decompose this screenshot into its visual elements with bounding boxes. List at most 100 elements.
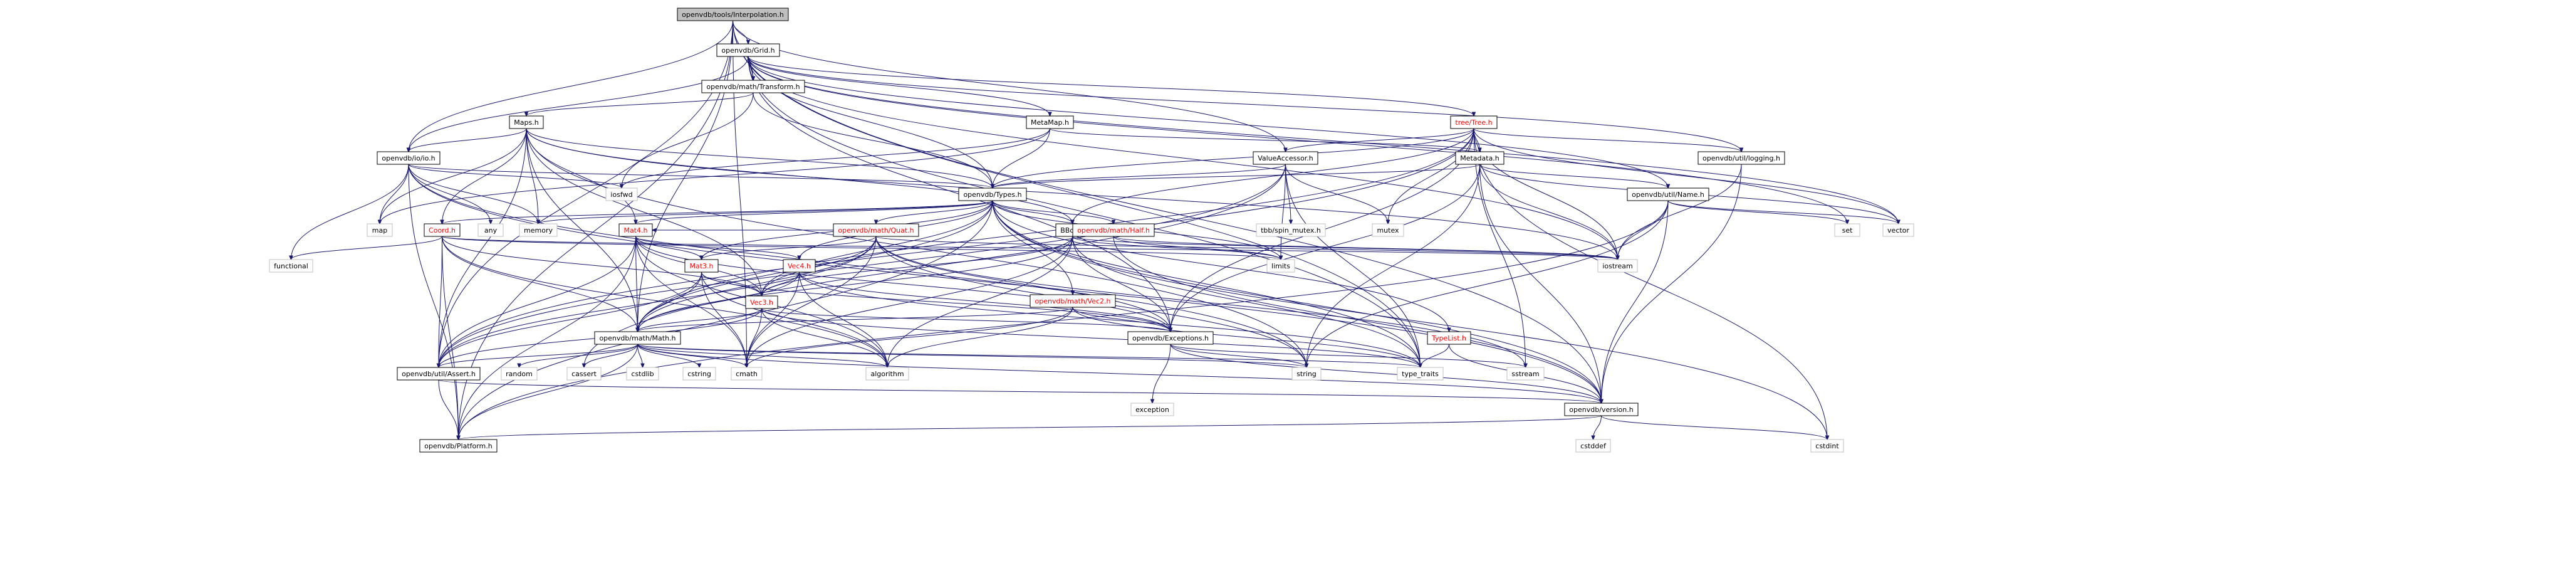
node-box xyxy=(677,8,789,21)
edge-coord-to-assert xyxy=(439,236,442,367)
node-type-traits: type_traits xyxy=(1397,367,1444,381)
node-mat3-h[interactable]: Mat3.h xyxy=(684,259,719,273)
edge-grid-to-logging xyxy=(748,56,1741,152)
node-label: Coord.h xyxy=(429,226,456,235)
node-openvdb-platform-h[interactable]: openvdb/Platform.h xyxy=(419,439,498,453)
node-cassert: cassert xyxy=(566,367,602,381)
node-label: random xyxy=(506,370,533,378)
node-box xyxy=(269,259,313,273)
edge-valueacc-to-limits xyxy=(1281,164,1286,260)
edge-maps-to-mat4 xyxy=(526,128,636,224)
node-box xyxy=(419,439,498,453)
edge-exceptions-to-string xyxy=(1170,344,1306,367)
node-label: openvdb/version.h xyxy=(1569,406,1633,414)
edge-mat4-to-mat3 xyxy=(635,236,702,260)
node-box xyxy=(1130,403,1174,416)
node-label: cmath xyxy=(736,370,758,378)
node-openvdb-util-assert-h[interactable]: openvdb/util/Assert.h xyxy=(397,367,481,381)
node-box xyxy=(1253,151,1318,165)
edge-mat4-to-vec4 xyxy=(635,236,800,260)
edge-types-to-bbox xyxy=(992,200,1073,224)
node-box xyxy=(367,223,393,237)
edge-tree-to-types xyxy=(993,128,1474,188)
node-openvdb-math-vec2-h[interactable]: openvdb/math/Vec2.h xyxy=(1030,294,1116,308)
edge-vec3-to-typetraits xyxy=(761,308,1421,367)
node-openvdb-io-io-h[interactable]: openvdb/io/io.h xyxy=(377,151,441,165)
edge-half-to-iostream xyxy=(1113,236,1618,260)
node-label: iosfwd xyxy=(610,191,632,199)
node-openvdb-math-transform-h[interactable]: openvdb/math/Transform.h xyxy=(701,80,805,93)
edge-coord-to-limits xyxy=(442,236,1281,260)
edge-metadata-to-name xyxy=(1479,164,1669,188)
node-box xyxy=(605,187,638,201)
node-label: limits xyxy=(1271,262,1290,270)
node-box xyxy=(1256,223,1326,237)
node-openvdb-util-logging-h[interactable]: openvdb/util/logging.h xyxy=(1697,151,1785,165)
node-box xyxy=(519,223,558,237)
edge-math-to-version xyxy=(637,344,1602,403)
edge-bbox-to-algorithm xyxy=(887,236,1073,367)
node-sstream: sstream xyxy=(1506,367,1545,381)
node-openvdb-math-math-h[interactable]: openvdb/math/Math.h xyxy=(594,331,681,345)
node-label: sstream xyxy=(1511,370,1539,378)
edge-typelist-to-typetraits xyxy=(1421,344,1449,367)
node-box xyxy=(618,223,653,237)
node-label: cstddef xyxy=(1580,442,1607,450)
edge-bbox-to-math xyxy=(638,236,1073,332)
edge-metamap-to-iosfwd xyxy=(622,128,1050,188)
edge-math-to-cstdlib xyxy=(637,344,643,367)
node-box xyxy=(1697,151,1785,165)
node-openvdb-math-half-h[interactable]: openvdb/math/Half.h xyxy=(1072,223,1155,237)
node-openvdb-exceptions-h[interactable]: openvdb/Exceptions.h xyxy=(1127,331,1214,345)
node-label: openvdb/Types.h xyxy=(963,191,1021,199)
edge-math-to-platform xyxy=(459,344,638,440)
edge-math-to-string xyxy=(637,344,1307,367)
node-box xyxy=(1072,223,1155,237)
edge-mat4-to-cmath xyxy=(635,236,747,367)
node-mat4-h[interactable]: Mat4.h xyxy=(618,223,653,237)
node-box xyxy=(377,151,441,165)
edge-name-to-iostream xyxy=(1618,200,1669,260)
edge-vec2-to-math xyxy=(638,307,1073,332)
node-typelist-h[interactable]: TypeList.h xyxy=(1427,331,1471,345)
edge-metamap-to-metadata xyxy=(1050,128,1480,152)
edge-vec2-to-typetraits xyxy=(1072,307,1421,367)
node-valueaccessor-h[interactable]: ValueAccessor.h xyxy=(1253,151,1318,165)
edge-types-to-half xyxy=(992,200,1113,224)
edge-metamap-to-types xyxy=(993,128,1050,188)
node-box xyxy=(1372,223,1404,237)
edge-valueacc-to-mutex xyxy=(1285,164,1389,224)
edge-quat-to-cmath xyxy=(747,236,877,367)
edge-exceptions-to-sstream xyxy=(1170,344,1526,367)
edge-valueacc-to-cassert xyxy=(584,164,1286,367)
node-tree-tree-h[interactable]: tree/Tree.h xyxy=(1450,115,1498,129)
node-openvdb-types-h[interactable]: openvdb/Types.h xyxy=(958,187,1027,201)
edge-valueacc-to-typetraits xyxy=(1285,164,1421,367)
edge-io-to-version xyxy=(408,164,1602,403)
edge-quat-to-exceptions xyxy=(875,236,1171,332)
node-label: MetaMap.h xyxy=(1031,119,1069,127)
node-openvdb-math-quat-h[interactable]: openvdb/math/Quat.h xyxy=(833,223,919,237)
edge-mat3-to-exceptions xyxy=(701,271,1171,332)
node-openvdb-util-name-h[interactable]: openvdb/util/Name.h xyxy=(1627,187,1709,201)
node-box xyxy=(1266,259,1295,273)
edge-vec3-to-algorithm xyxy=(761,308,888,367)
edge-mat4-to-assert xyxy=(439,236,636,367)
node-box xyxy=(745,295,778,309)
node-label: string xyxy=(1296,370,1317,378)
node-openvdb-version-h[interactable]: openvdb/version.h xyxy=(1564,403,1639,416)
node-coord-h[interactable]: Coord.h xyxy=(424,223,461,237)
node-metamap-h[interactable]: MetaMap.h xyxy=(1026,115,1074,129)
node-vector: vector xyxy=(1882,223,1914,237)
edge-metadata-to-version xyxy=(1479,164,1602,403)
node-openvdb-grid-h[interactable]: openvdb/Grid.h xyxy=(716,43,780,57)
edge-maps-to-io xyxy=(409,128,527,152)
edge-io-to-string xyxy=(408,164,1306,367)
node-maps-h[interactable]: Maps.h xyxy=(509,115,544,129)
node-vec3-h[interactable]: Vec3.h xyxy=(745,295,778,309)
node-box xyxy=(424,223,461,237)
node-metadata-h[interactable]: Metadata.h xyxy=(1455,151,1504,165)
node-label: openvdb/Exceptions.h xyxy=(1132,334,1209,342)
node-vec4-h[interactable]: Vec4.h xyxy=(783,259,816,273)
edge-math-to-typetraits xyxy=(637,344,1421,367)
